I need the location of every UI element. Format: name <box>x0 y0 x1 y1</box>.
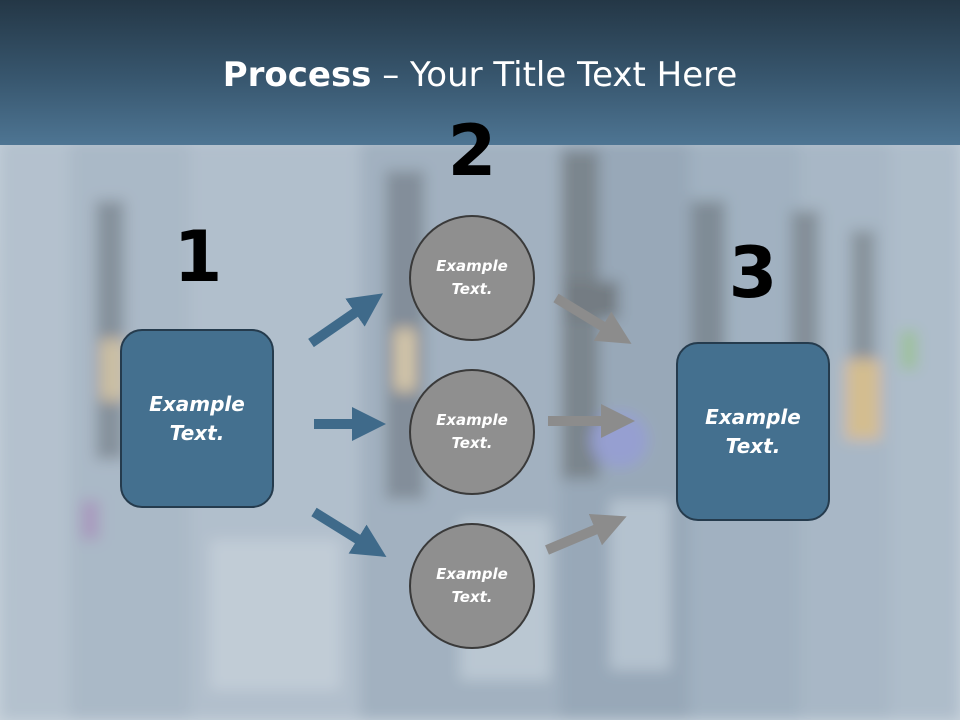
circle-node-text: Example Text. <box>436 565 508 606</box>
end-box: Example Text. <box>676 342 830 521</box>
circle-node-text: Example Text. <box>436 257 508 298</box>
circle-node-3: Example Text. <box>409 523 535 649</box>
title-band <box>0 0 960 145</box>
step-number-2: 2 <box>447 110 497 192</box>
step-number-1: 1 <box>173 216 223 298</box>
circle-node-2: Example Text. <box>409 369 535 495</box>
slide-title: Process – Your Title Text Here <box>0 52 960 98</box>
title-bold: Process <box>222 55 372 95</box>
title-rest: – Your Title Text Here <box>371 55 738 95</box>
circle-node-text: Example Text. <box>436 411 508 452</box>
start-box-text: Example Text. <box>149 391 245 445</box>
circle-node-1: Example Text. <box>409 215 535 341</box>
step-number-3: 3 <box>728 232 778 314</box>
end-box-text: Example Text. <box>705 404 801 458</box>
start-box: Example Text. <box>120 329 274 508</box>
